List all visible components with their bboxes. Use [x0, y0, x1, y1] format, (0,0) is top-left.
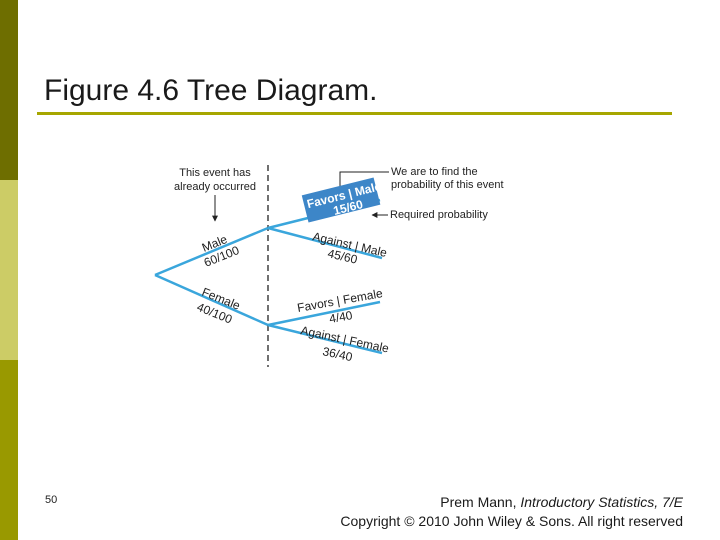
branch-line-against-male	[267, 226, 383, 260]
footer-citation: Prem Mann, Introductory Statistics, 7/E …	[263, 493, 683, 531]
branch-line-female	[154, 273, 269, 327]
branch-line-against-female	[267, 323, 383, 355]
required-probability-label: Required probability	[390, 209, 488, 221]
favors-male-highlight	[301, 177, 381, 223]
side-bar-top	[0, 0, 18, 180]
note-left-line2: already occurred	[174, 181, 256, 193]
branch-line-male	[154, 226, 269, 277]
note-right-line2: probability of this event	[391, 179, 504, 191]
branch-prob-against-female: 36/40	[321, 344, 354, 364]
footer-author: Prem Mann,	[440, 494, 517, 510]
branch-prob-favors-female: 4/40	[328, 308, 354, 326]
branch-prob-against-male: 45/60	[326, 246, 359, 266]
tree-diagram: This event has already occurred We are t…	[154, 165, 504, 367]
slide-title: Figure 4.6 Tree Diagram.	[44, 74, 378, 107]
page-number: 50	[45, 494, 58, 506]
side-bar-middle	[0, 180, 18, 360]
footer-line1: Prem Mann, Introductory Statistics, 7/E	[263, 493, 683, 512]
footer-copyright: Copyright © 2010 John Wiley & Sons. All …	[340, 513, 683, 529]
note-left-line1: This event has	[179, 167, 251, 179]
note-right-line1: We are to find the	[391, 166, 478, 178]
branch-line-favors-female	[267, 300, 381, 327]
title-underline	[37, 112, 672, 115]
side-bar-bottom	[0, 360, 18, 540]
footer-book: Introductory Statistics, 7/E	[520, 494, 683, 510]
